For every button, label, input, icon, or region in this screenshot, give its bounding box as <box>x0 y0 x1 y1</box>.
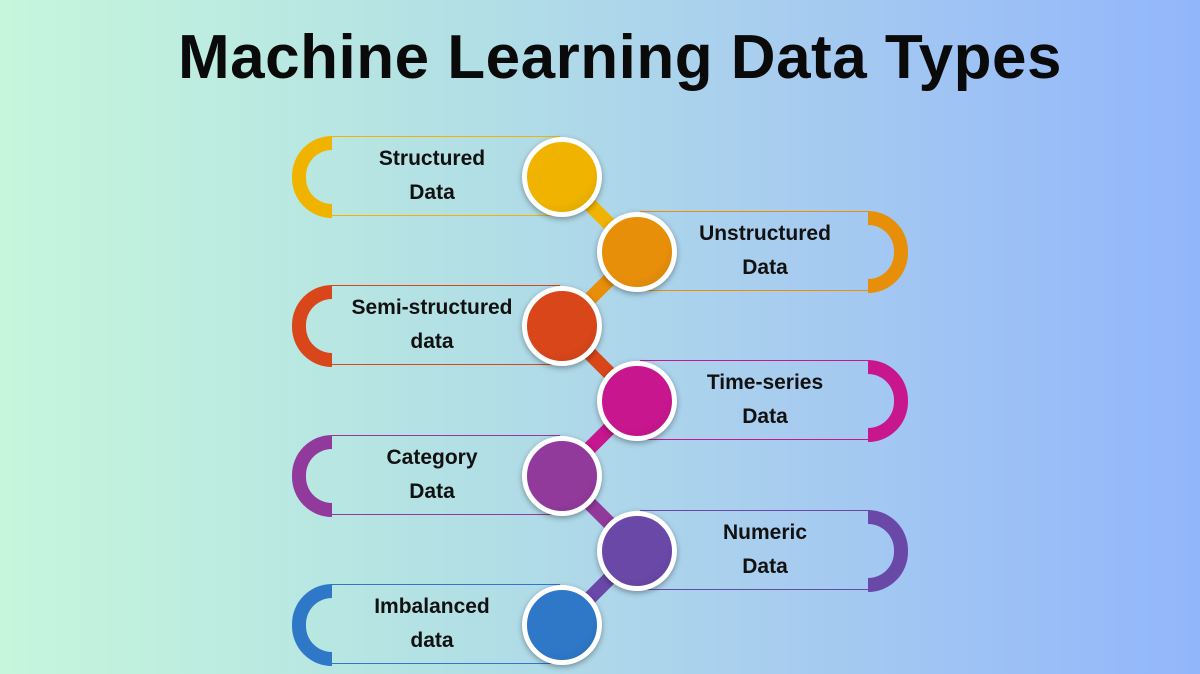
label-line-1: Unstructured <box>699 221 831 245</box>
label-line-1: Structured <box>378 147 486 170</box>
bracket-right <box>868 360 908 443</box>
label-line-1: Category <box>386 445 478 469</box>
label-line-2: data <box>410 629 454 653</box>
label-line-2: Data <box>742 255 788 279</box>
label-line-2: Data <box>409 479 455 503</box>
item-box <box>640 509 870 590</box>
item-circle <box>597 211 677 292</box>
bracket-left <box>292 285 332 368</box>
label-line-1: Time-series <box>706 371 824 395</box>
item-circle <box>522 435 602 516</box>
item-box <box>330 136 560 216</box>
item-circle <box>522 137 602 217</box>
item-circle <box>597 510 677 591</box>
bracket-left <box>292 136 332 218</box>
item-circle <box>597 361 677 442</box>
bracket-left <box>292 434 332 517</box>
label-line-2: data <box>410 330 454 354</box>
item-box <box>640 210 870 291</box>
label-line-1: Numeric <box>722 520 808 544</box>
label-line-1: Semi-structured <box>351 296 513 320</box>
item-box <box>330 285 560 366</box>
bracket-left <box>292 584 332 667</box>
item-label: Imbalanced data <box>332 590 532 658</box>
item-circle <box>522 286 602 367</box>
diagram-title: Machine Learning Data Types <box>177 23 1062 92</box>
label-line-1: Imbalanced <box>374 595 490 619</box>
item-box <box>330 584 560 665</box>
label-line-2: Data <box>742 405 788 429</box>
item-label: Semi-structured data <box>332 291 532 359</box>
item-box <box>640 360 870 441</box>
label-line-2: Data <box>742 554 788 578</box>
item-circle <box>522 585 602 666</box>
label-line-2: Data <box>409 181 455 204</box>
item-box <box>330 434 560 515</box>
bracket-right <box>868 210 908 293</box>
bracket-right <box>868 509 908 592</box>
